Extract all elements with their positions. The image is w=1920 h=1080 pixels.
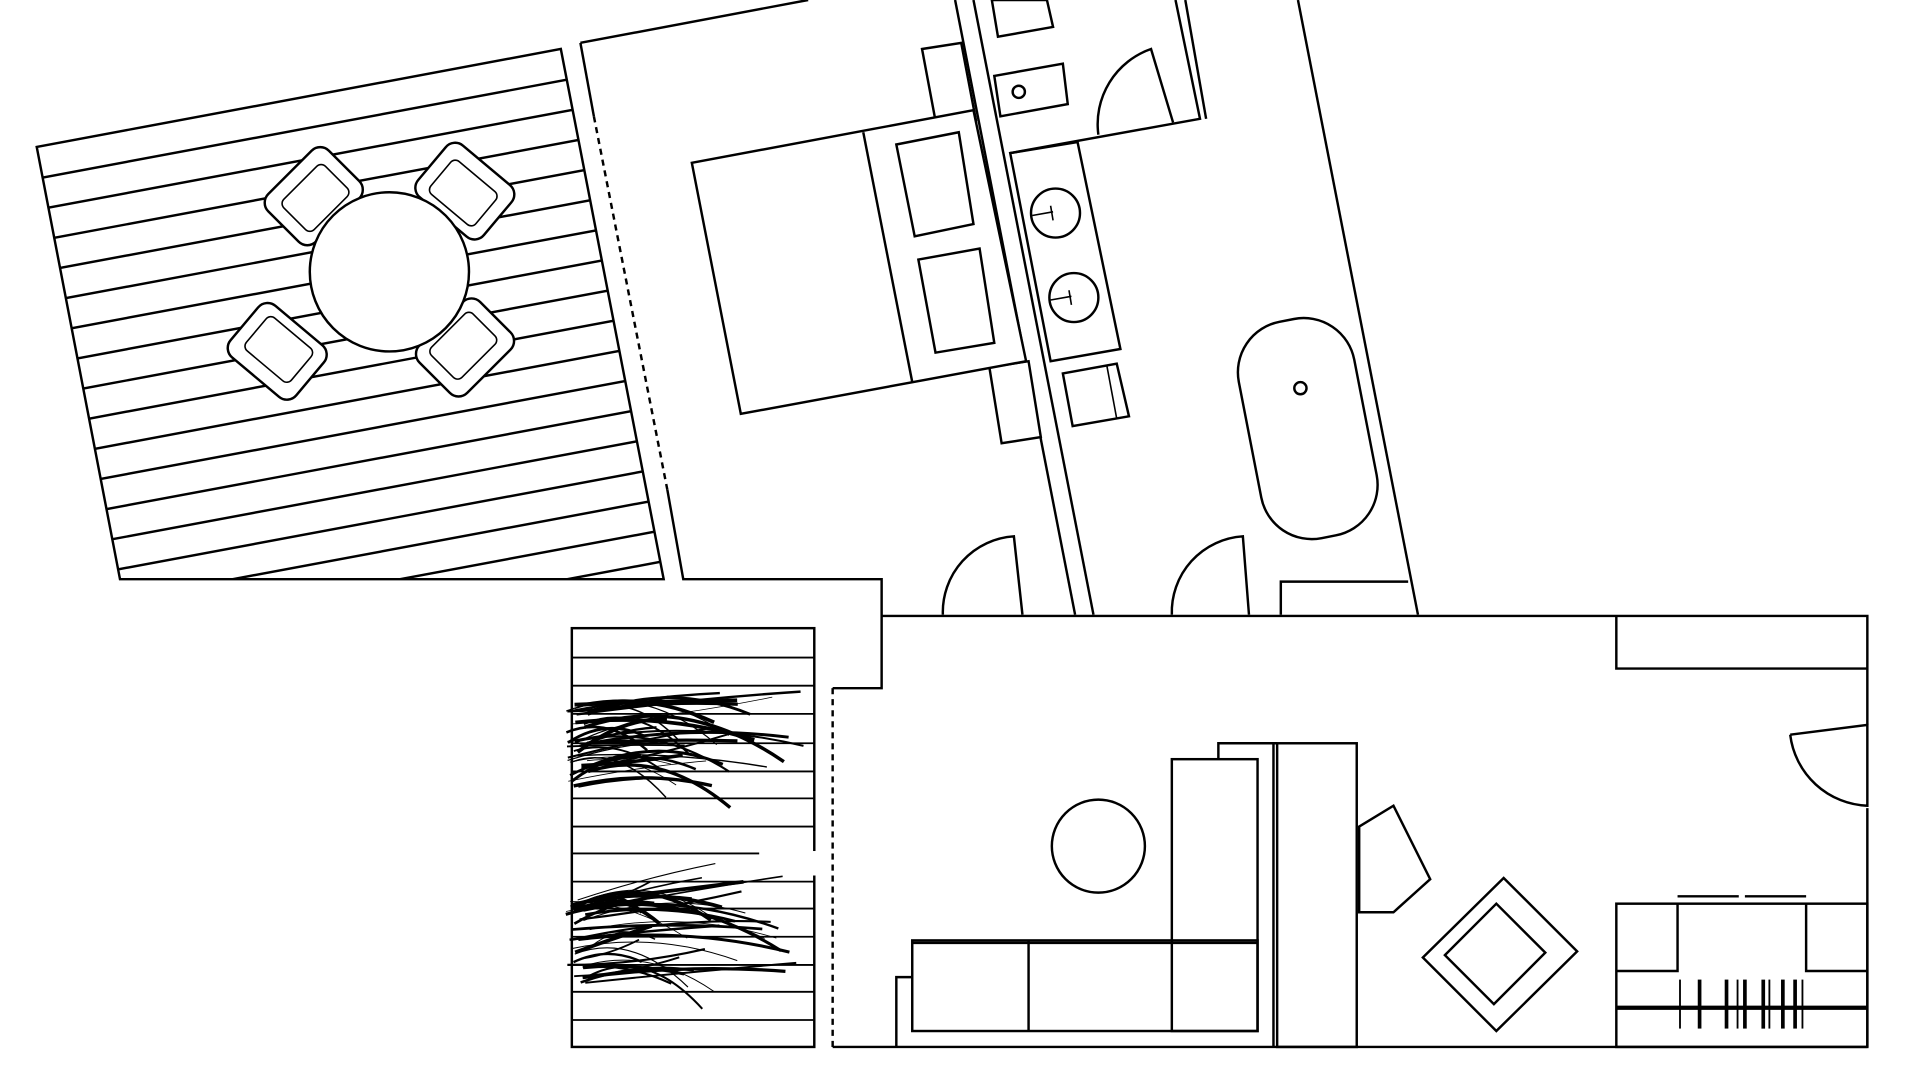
grass-blade <box>582 965 672 985</box>
grass-blade <box>567 947 706 966</box>
grass-blade <box>574 956 680 978</box>
grass-blade <box>573 952 643 964</box>
chair <box>1357 803 1432 914</box>
deck-plank-line <box>36 48 664 187</box>
grass-blade <box>576 877 703 909</box>
grass-blade <box>583 716 690 755</box>
bathtub <box>1236 316 1379 541</box>
bathroom <box>941 0 1409 615</box>
grass-blade <box>574 701 718 746</box>
grass-blade <box>573 746 664 772</box>
column <box>1275 742 1358 1049</box>
sofa <box>895 757 1259 1047</box>
armchair <box>1421 876 1579 1033</box>
pillow <box>916 247 996 355</box>
pillow <box>894 130 975 238</box>
grass-blade <box>579 890 742 921</box>
bed <box>690 41 1043 445</box>
round-table <box>308 191 471 353</box>
grass-blade <box>569 691 720 713</box>
planter <box>565 626 821 1049</box>
planter-gap <box>759 851 821 876</box>
grass-blade <box>565 902 782 953</box>
nightstand <box>987 359 1043 445</box>
grass-blade <box>589 879 744 903</box>
lower-walls <box>831 614 1869 1049</box>
deck-plank-line <box>36 546 664 580</box>
grass-blade <box>582 966 786 980</box>
grass-blade <box>589 921 777 939</box>
patio-table-set <box>226 141 516 401</box>
wardrobe <box>1615 895 1869 1049</box>
grass-blade <box>569 756 672 765</box>
grass-blade <box>584 908 736 923</box>
grass-blade <box>573 900 655 912</box>
deck-plank-line <box>36 515 664 580</box>
deck-plank-line <box>36 421 664 562</box>
grass-blade <box>567 729 804 747</box>
deck-plank-line <box>36 390 664 531</box>
deck-plank-line <box>36 453 664 580</box>
grass-blade <box>589 730 789 745</box>
grass-blade <box>574 947 689 988</box>
grass-blade <box>570 901 688 939</box>
side-table <box>1050 798 1147 894</box>
deck-plank-line <box>36 328 664 468</box>
grass-blade <box>586 931 656 941</box>
grass-blade <box>570 941 738 962</box>
grass-blade <box>588 959 715 992</box>
grass-blade <box>565 725 648 752</box>
grass-blade <box>577 863 716 901</box>
grass-blade <box>569 755 697 777</box>
grass-blade <box>576 894 643 914</box>
chair-icon <box>226 301 328 401</box>
grass-blade <box>571 920 771 941</box>
grass-blade <box>568 760 707 782</box>
deck-plank-line <box>36 296 664 437</box>
door-swing <box>1788 723 1869 807</box>
grass-blade <box>585 961 797 984</box>
vanity <box>1008 140 1122 363</box>
deck-plank-line <box>36 359 664 499</box>
grass-blade <box>583 902 746 922</box>
deck <box>35 47 666 581</box>
ornamental-grass <box>565 690 804 1010</box>
hangers <box>1679 979 1804 1029</box>
sink <box>1048 271 1100 324</box>
grass-blade <box>574 924 653 955</box>
living-room <box>895 742 1869 1049</box>
deck-plank-line <box>36 484 664 580</box>
deck-planks <box>36 48 664 580</box>
grass-blade <box>578 776 643 788</box>
grass-blade <box>572 696 773 725</box>
grass-blade <box>587 763 732 809</box>
sink <box>1029 187 1082 239</box>
